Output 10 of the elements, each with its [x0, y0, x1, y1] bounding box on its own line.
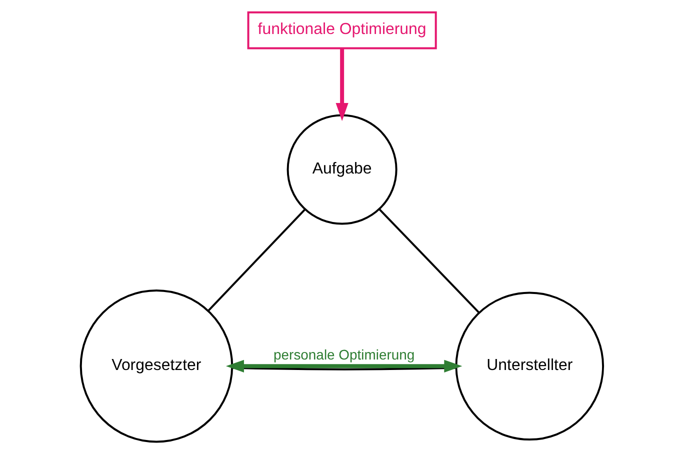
node-circle: Vorgesetzter — [80, 289, 234, 443]
node-box: funktionale Optimierung — [247, 11, 437, 50]
node-circle: Unterstellter — [455, 292, 604, 441]
connector — [378, 208, 480, 314]
connector — [232, 366, 456, 370]
edge-label: personale Optimierung — [274, 346, 415, 362]
arrow — [226, 360, 462, 372]
node-circle: Aufgabe — [286, 114, 398, 225]
arrow — [336, 48, 348, 122]
connector — [208, 208, 306, 312]
